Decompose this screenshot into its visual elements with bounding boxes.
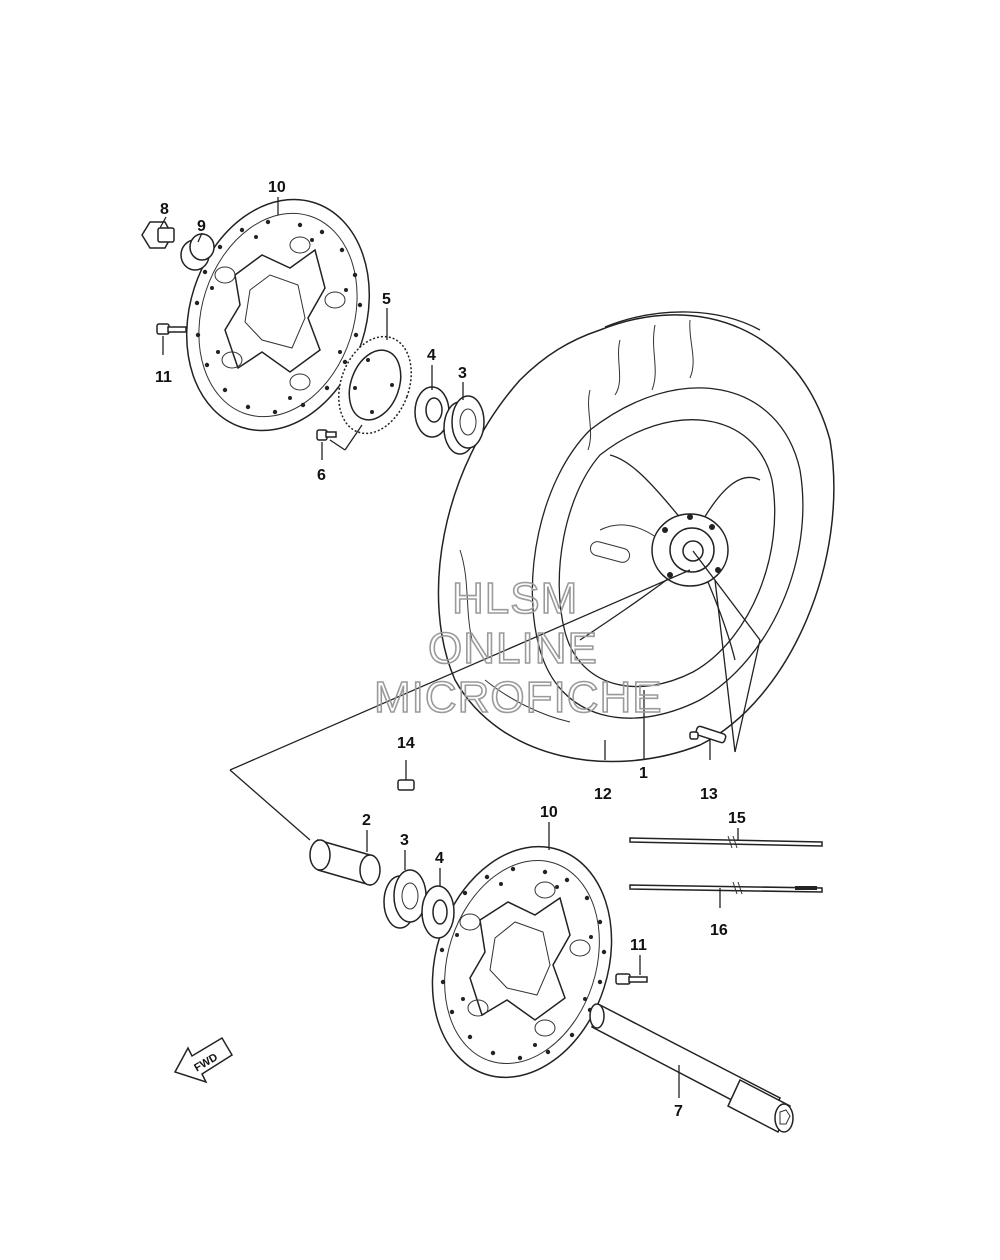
watermark-line-3: MICROFICHE: [374, 673, 663, 722]
part-15-tape: [629, 835, 823, 849]
part-3-bearing-lower: [383, 869, 427, 929]
callout-10-upper: 10: [268, 179, 286, 196]
part-16-tape: [629, 881, 823, 895]
part-11-disc-bolt-upper: [156, 323, 187, 335]
part-2-spacer: [309, 839, 381, 886]
watermark-line-2: ONLINE: [428, 624, 598, 673]
part-11-disc-bolt-lower: [615, 973, 648, 985]
callout-12: 12: [594, 786, 612, 803]
callout-2: 2: [362, 812, 371, 829]
leader-lines: [159, 197, 761, 1098]
callout-11-lower: 11: [630, 937, 647, 954]
callout-5: 5: [382, 291, 391, 308]
part-7-axle: [589, 1003, 794, 1134]
callout-7: 7: [674, 1103, 683, 1120]
part-5-sensor-rotor: [338, 335, 412, 435]
callout-labels: 10 8 9 11 5 4 3 6 1 12 13 14 2 3 4 10 15…: [155, 179, 746, 1120]
part-8-cap-bolt: [141, 221, 175, 249]
callout-13: 13: [700, 786, 718, 803]
callout-4-upper: 4: [427, 347, 436, 364]
callout-15: 15: [728, 810, 746, 827]
callout-9: 9: [197, 218, 206, 235]
callout-4-lower: 4: [435, 850, 444, 867]
part-9-collar: [180, 233, 215, 271]
callout-6: 6: [317, 467, 326, 484]
fwd-arrow-icon: FWD: [173, 1036, 234, 1084]
brake-disc-lower: [431, 845, 613, 1079]
part-13-valve: [689, 725, 727, 744]
wheel-assembly: [437, 311, 835, 763]
callout-14: 14: [397, 735, 415, 752]
watermark: HLSM ONLINE MICROFICHE: [373, 573, 663, 723]
callout-11-upper: 11: [155, 369, 172, 386]
brake-disc-upper: [185, 198, 371, 432]
callout-10-lower: 10: [540, 804, 558, 821]
part-3-bearing-upper: [443, 395, 485, 455]
callout-3-upper: 3: [458, 365, 467, 382]
callout-3-lower: 3: [400, 832, 409, 849]
callout-16: 16: [710, 922, 728, 939]
watermark-line-1: HLSM: [452, 574, 578, 623]
part-4-oil-seal-upper: [414, 386, 450, 438]
part-4-oil-seal-lower: [421, 885, 455, 939]
callout-8: 8: [160, 201, 169, 218]
callout-1: 1: [639, 765, 648, 782]
part-6-screw: [316, 429, 337, 441]
part-14-balancer: [397, 779, 415, 791]
